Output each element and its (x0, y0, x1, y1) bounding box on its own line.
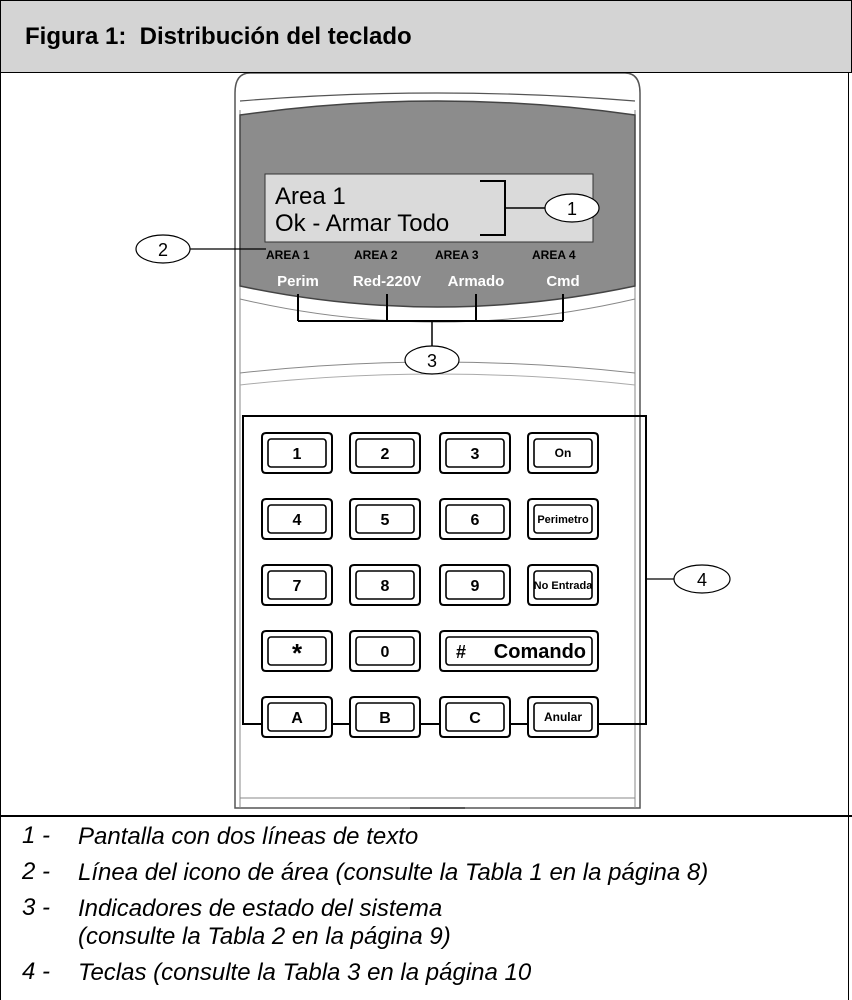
keypad-diagram: Area 1 Ok - Armar Todo AREA 1 AREA 2 ARE… (0, 72, 852, 815)
key-label: * (292, 638, 303, 668)
key-hash-label: # (456, 642, 466, 662)
key-on[interactable]: On (527, 432, 599, 474)
key-7[interactable]: 7 (261, 564, 333, 606)
key-label: 6 (471, 512, 480, 529)
key-a[interactable]: A (261, 696, 333, 738)
key-6[interactable]: 6 (439, 498, 511, 540)
key-3[interactable]: 3 (439, 432, 511, 474)
legend-num-1: 1 - (22, 822, 51, 849)
key-8[interactable]: 8 (349, 564, 421, 606)
key-label: 8 (381, 578, 390, 595)
legend-num-4: 4 - (22, 958, 51, 985)
key-perimetro[interactable]: Perimetro (527, 498, 599, 540)
figure-title-bar: Figura 1: Distribución del teclado (0, 0, 852, 73)
key-label: C (469, 710, 481, 727)
key-label: A (291, 710, 303, 727)
key-hash[interactable]: # Comando (439, 630, 599, 672)
area-label-4: AREA 4 (532, 248, 576, 262)
key-label: 2 (381, 446, 390, 463)
key-b[interactable]: B (349, 696, 421, 738)
callout-1 (544, 193, 600, 223)
key-grid: 1 2 3 On 4 5 6 Perimetro 7 8 9 No Entrada * 0 # Comando… (261, 432, 599, 738)
figure-title: Figura 1: Distribución del teclado (25, 23, 412, 50)
lcd-line-1: Area 1 (275, 183, 346, 210)
key-label: Perimetro (537, 514, 589, 526)
key-label: 4 (293, 512, 302, 529)
key-4[interactable]: 4 (261, 498, 333, 540)
area-label-1: AREA 1 (266, 248, 310, 262)
status-label-armado: Armado (448, 273, 505, 290)
callout-1-label: 1 (567, 199, 577, 219)
key-0[interactable]: 0 (349, 630, 421, 672)
caption-separator (0, 815, 852, 817)
area-label-3: AREA 3 (435, 248, 479, 262)
lcd-line-2: Ok - Armar Todo (275, 210, 449, 237)
key-label: Anular (544, 710, 582, 724)
key-label: 3 (471, 446, 480, 463)
key-label: 9 (471, 578, 480, 595)
key-anular[interactable]: Anular (527, 696, 599, 738)
callout-3-label: 3 (427, 351, 437, 371)
key-no-entrada[interactable]: No Entrada (527, 564, 599, 606)
key-label: 5 (381, 512, 390, 529)
legend-text-3b: (consulte la Tabla 2 en la página 9) (78, 923, 451, 950)
area-label-2: AREA 2 (354, 248, 398, 262)
status-label-perim: Perim (277, 273, 319, 290)
key-1[interactable]: 1 (261, 432, 333, 474)
legend-num-3: 3 - (22, 894, 51, 921)
status-label-red: Red-220V (353, 273, 421, 290)
callout-2-label: 2 (158, 240, 168, 260)
key-5[interactable]: 5 (349, 498, 421, 540)
key-label: 0 (381, 644, 390, 661)
key-label: 1 (293, 446, 302, 463)
key-star[interactable]: * (261, 630, 333, 672)
legend-text-1: Pantalla con dos líneas de texto (78, 823, 419, 850)
legend-text-3: Indicadores de estado del sistema (78, 895, 443, 922)
key-label: On (555, 446, 572, 460)
key-comando-label: Comando (494, 641, 586, 663)
key-label: B (379, 710, 391, 727)
callout-4-label: 4 (697, 570, 707, 590)
key-label: 7 (293, 578, 302, 595)
key-2[interactable]: 2 (349, 432, 421, 474)
status-label-cmd: Cmd (546, 273, 579, 290)
legend-text-4: Teclas (consulte la Tabla 3 en la página… (78, 959, 532, 986)
keypad-top-edge (239, 92, 636, 102)
legend-num-2: 2 - (22, 858, 51, 885)
key-c[interactable]: C (439, 696, 511, 738)
key-label: No Entrada (534, 580, 594, 592)
callout-3 (404, 345, 460, 375)
callout-4 (673, 564, 731, 594)
legend-text-2: Línea del icono de área (consulte la Tab… (78, 859, 709, 886)
key-9[interactable]: 9 (439, 564, 511, 606)
